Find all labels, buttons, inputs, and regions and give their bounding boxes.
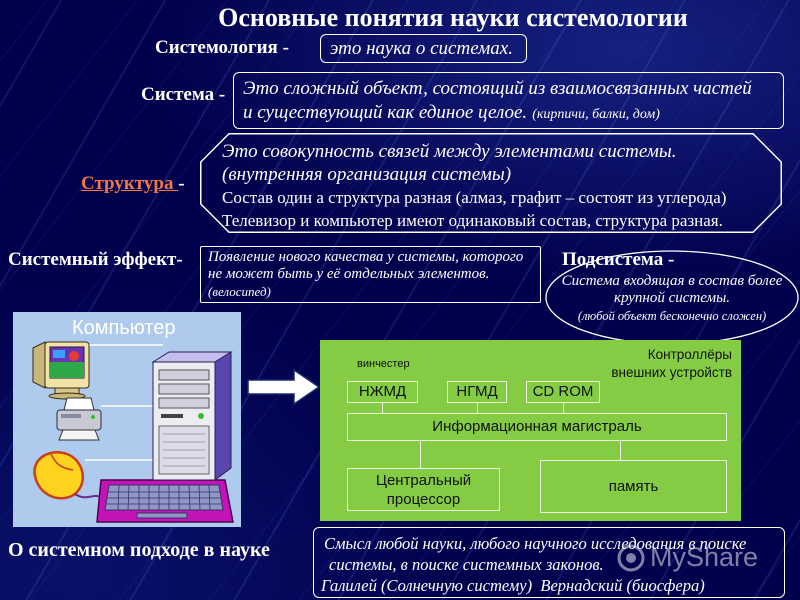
structure-box [200, 133, 782, 233]
monitor-icon [32, 341, 90, 400]
slide-title: Основные понятия науки системологии [218, 3, 688, 32]
drive-hdd-box: НЖМД [347, 381, 418, 403]
definition-structure-line: Это совокупность связей между элементами… [222, 141, 677, 162]
term-system: Система - [141, 84, 226, 105]
definition-system-effect-example: (велосипед) [208, 284, 271, 299]
term-systemology: Системология - [155, 37, 289, 58]
cpu-label-line: процессор [386, 491, 461, 508]
definition-systemology-text: это наука о системах. [330, 38, 513, 59]
controllers-caption-line: внешних устройств [611, 365, 732, 380]
term-structure: Структура - [81, 173, 185, 195]
scientific-approach-heading: О системном подходе в науке [8, 539, 270, 561]
arrow-right-icon [247, 368, 321, 406]
term-system-effect: Системный эффект- [8, 249, 183, 270]
structure-box-outline [200, 133, 782, 233]
definition-system-effect-box: Появление нового качества у системы, кот… [200, 246, 541, 303]
structure-example-line: Состав один а структура разная (алмаз, г… [222, 188, 727, 207]
definition-subsystem-line: Система входящая в состав более [561, 273, 783, 289]
connector-line [477, 403, 478, 413]
controllers-caption-line: Контроллёры [647, 347, 732, 362]
definition-structure-line: (внутренняя организация системы) [222, 164, 512, 185]
controllers-caption: Контроллёры внешних устройств [611, 346, 732, 382]
term-subsystem: Подсистема - [562, 249, 675, 270]
definition-subsystem-note: (любой объект бесконечно сложен) [577, 309, 767, 323]
printer-icon [56, 397, 102, 441]
bus-box: Информационная магистраль [347, 413, 727, 441]
computer-clipart [32, 341, 234, 523]
definition-subsystem-text: Система входящая в состав более крупной … [544, 273, 800, 325]
definition-system-box: Это сложный объект, состоящий из взаимос… [233, 72, 784, 129]
watermark-logo-icon [617, 544, 645, 572]
watermark: MyShare [650, 542, 759, 572]
scientific-approach-line: Смысл любой науки, любого научного иссле… [324, 534, 747, 553]
definition-system-effect-line: Появление нового качества у системы, кот… [208, 249, 524, 265]
definition-system-line: Это сложный объект, состоящий из взаимос… [243, 78, 752, 99]
definition-system-line: и существующий как единое целое. [243, 102, 528, 123]
definition-structure-text: Это совокупность связей между элементами… [222, 133, 726, 232]
hdd-caption: винчестер [357, 358, 410, 370]
definition-systemology-box: это наука о системах. [320, 34, 527, 63]
definition-system-example: (кирпичи, балки, дом) [532, 107, 660, 122]
scientific-approach-line: Галилей (Солнечную систему) Вернадский (… [321, 576, 705, 595]
scientific-approach-line: системы, в поиске системных законов. [329, 555, 604, 574]
keyboard-icon [96, 479, 234, 523]
computer-structure-diagram: винчестер Контроллёры внешних устройств … [320, 340, 741, 521]
term-structure-dash: - [178, 173, 185, 194]
system-unit-icon [151, 351, 233, 481]
computer-picture-label: Компьютер [72, 317, 176, 339]
cpu-box: Центральный процессор [347, 468, 500, 511]
drive-fdd-box: НГМД [447, 381, 507, 403]
connector-line [382, 403, 383, 413]
definition-system-effect-line: не может быть у её отдельных элементов. [208, 266, 490, 282]
structure-link[interactable]: Структура [81, 173, 179, 194]
memory-box: память [540, 460, 727, 513]
definition-system-line-2: и существующий как единое целое. (кирпичи… [243, 101, 783, 127]
scientific-approach-box: Смысл любой науки, любого научного иссле… [313, 527, 785, 598]
connector-line [420, 441, 421, 468]
connector-line [563, 403, 564, 413]
drive-cdrom-box: CD ROM [526, 381, 600, 403]
mouse-icon [33, 451, 104, 500]
connector-line [620, 441, 621, 460]
structure-example-line: Телевизор и компьютер имеют одинаковый с… [222, 211, 723, 230]
computer-picture: Компьютер [13, 312, 241, 527]
cpu-label-line: Центральный [375, 472, 472, 489]
definition-subsystem-line: крупной системы. [613, 290, 731, 306]
